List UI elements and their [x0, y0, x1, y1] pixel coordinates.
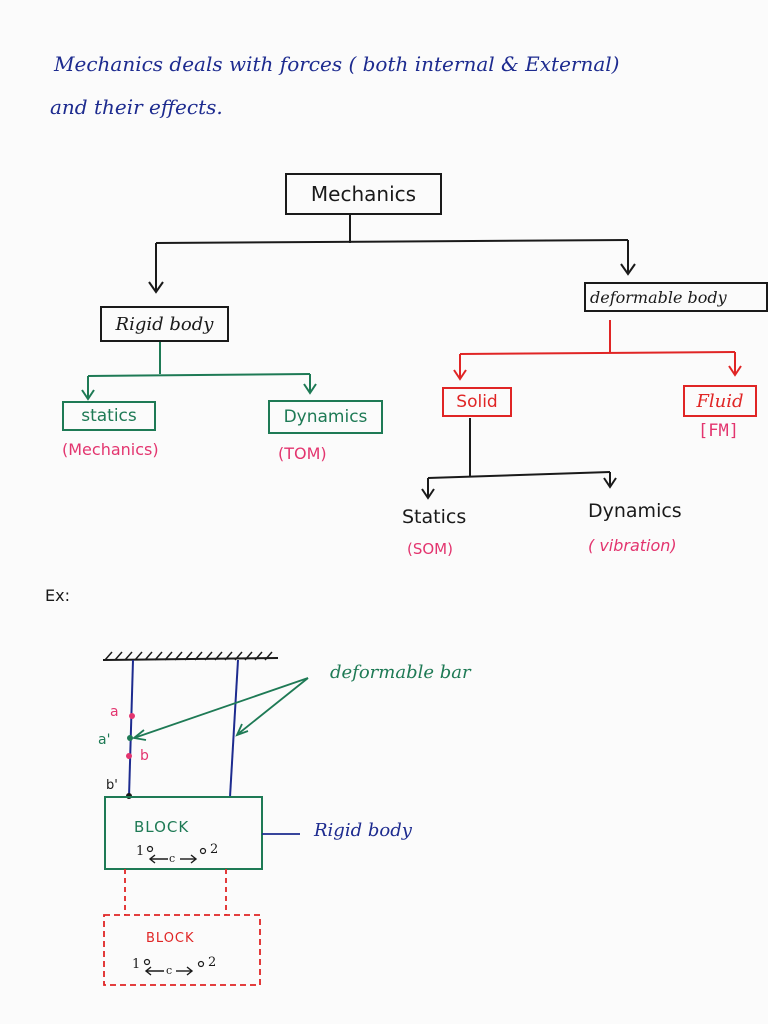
node-statics: statics [62, 401, 156, 431]
block-point-2: 2 [210, 842, 219, 857]
rigid-body-label: Rigid body [314, 820, 412, 841]
p2-dot-displaced [197, 960, 205, 968]
rigid-arrowhead [148, 281, 164, 294]
pointer-arrow-right [235, 723, 249, 737]
ghost-point-2: 2 [208, 955, 217, 970]
block-displaced [103, 914, 261, 986]
block-point-1: 1 [136, 844, 145, 859]
p1-dot-rigid [146, 845, 154, 853]
node-solid-dynamics: Dynamics [588, 500, 682, 522]
node-dynamics: Dynamics [268, 400, 383, 434]
point-a-prime-label: a' [98, 732, 111, 748]
block-rigid [104, 796, 263, 870]
intro-line-1: Mechanics deals with forces ( both inter… [54, 52, 620, 76]
fluid-note: [FM] [698, 421, 739, 441]
block-c-label: c [169, 852, 176, 865]
p2-dot-rigid [199, 847, 207, 855]
solid-bar [427, 471, 611, 479]
example-label: Ex: [45, 586, 70, 605]
solid-dynamics-note: ( vibration) [588, 536, 677, 555]
node-rigid-body: Rigid body [100, 306, 229, 342]
rigid-bar [87, 373, 311, 377]
pointer-arrow-left [131, 729, 147, 741]
ghost-point-1: 1 [132, 957, 141, 972]
statics-note: (Mechanics) [62, 440, 159, 459]
deformable-bar-right [229, 659, 239, 798]
deformable-bar-left [128, 659, 134, 798]
root-bar [155, 239, 629, 244]
node-fluid: Fluid [683, 385, 757, 417]
node-deformable-body: deformable body [584, 282, 768, 312]
point-a [129, 713, 135, 719]
dynamics-arrowhead [303, 383, 317, 395]
c-arrow-displaced [144, 966, 194, 976]
point-a-label: a [110, 704, 119, 720]
solid-arrowhead [453, 369, 467, 381]
pointer-line-left [133, 677, 309, 739]
dynamics-note: (TOM) [278, 444, 327, 463]
c-arrow-rigid [148, 854, 198, 864]
solid-dynamics-arrowhead [603, 477, 617, 489]
deformable-bar [459, 351, 736, 355]
solid-statics-note: (SOM) [407, 540, 453, 558]
block-label: BLOCK [134, 818, 190, 836]
deformable-arrowhead [620, 263, 636, 276]
point-b [126, 753, 132, 759]
node-mechanics: Mechanics [285, 173, 442, 215]
ceiling-hatching [104, 651, 273, 661]
point-a-prime [127, 735, 133, 741]
point-b-prime-label: b' [106, 778, 118, 793]
block-ghost-label: BLOCK [146, 931, 195, 946]
deformable-bar-label: deformable bar [330, 662, 471, 683]
solid-statics-arrowhead [421, 488, 435, 500]
intro-line-2: and their effects. [50, 95, 223, 119]
node-solid: Solid [442, 387, 512, 417]
pointer-line-right [237, 677, 309, 735]
p1-dot-displaced [143, 958, 151, 966]
point-b-label: b [140, 748, 149, 764]
node-solid-statics: Statics [402, 506, 467, 528]
ceiling-line [102, 657, 279, 661]
ghost-c-label: c [166, 964, 173, 977]
fluid-arrowhead [728, 365, 742, 377]
statics-arrowhead [81, 389, 95, 401]
